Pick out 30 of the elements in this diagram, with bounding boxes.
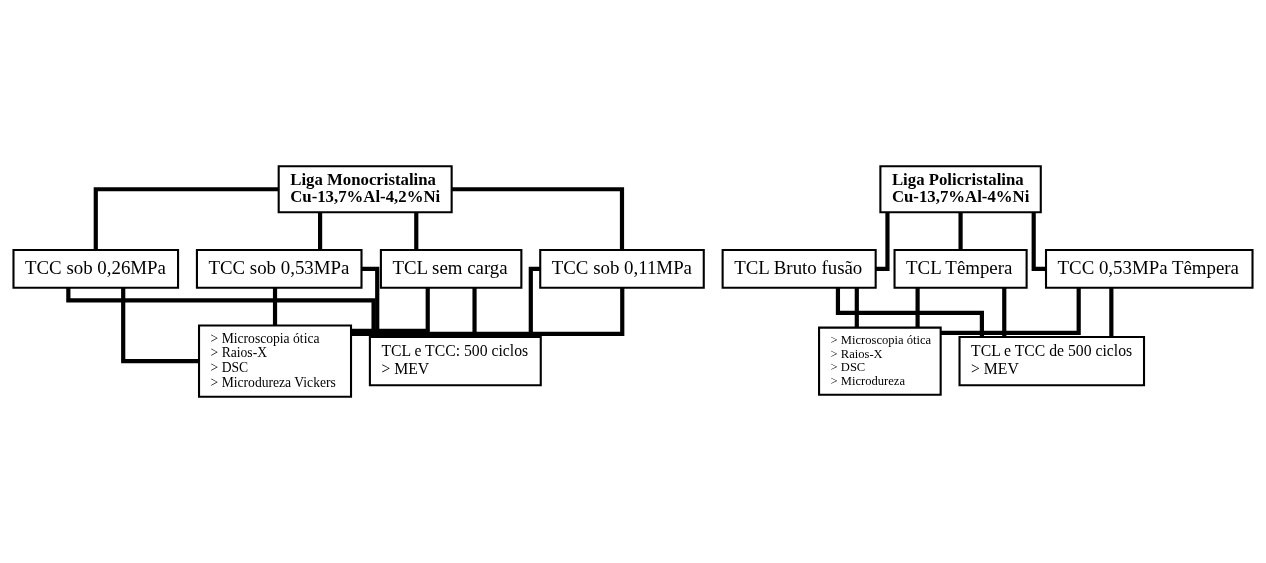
node-box: TCC sob 0,11MPa <box>539 249 705 289</box>
connector <box>875 212 890 271</box>
node-box: Liga Monocristalina Cu-13,7%Al-4,2%Ni <box>277 165 453 214</box>
connector <box>451 187 625 251</box>
connector <box>318 212 323 250</box>
node-box: TCC 0,53MPa Têmpera <box>1044 249 1254 289</box>
node-box: TCL Têmpera <box>893 249 1028 289</box>
node-box: TCL e TCC de 500 ciclos > MEV <box>958 336 1146 387</box>
connector <box>940 288 1081 335</box>
connector <box>1031 212 1046 271</box>
connector <box>351 287 430 333</box>
connector <box>1109 288 1114 337</box>
node-box: Liga Policristalina Cu-13,7%Al-4%Ni <box>879 165 1042 214</box>
node-box: TCL Bruto fusão <box>721 249 877 289</box>
connector <box>93 187 279 251</box>
node-box: > Microscopia ótica > Raios-X > DSC > Microdureza <box>818 326 942 396</box>
node-box: TCC sob 0,26MPa <box>12 249 180 289</box>
connector <box>351 288 625 336</box>
connector <box>1002 288 1007 337</box>
connector <box>272 288 278 326</box>
connector <box>414 212 419 250</box>
node-box: > Microscopia ótica > Raios-X > DSC > Microdureza Vickers <box>198 324 353 398</box>
connector <box>854 288 859 328</box>
connector <box>121 288 199 364</box>
connector <box>835 287 984 337</box>
connector <box>915 288 920 328</box>
node-box: TCC sob 0,53MPa <box>195 249 363 289</box>
connector <box>958 212 963 250</box>
node-box: TCL sem carga <box>379 249 523 289</box>
node-box: TCL e TCC: 500 ciclos > MEV <box>368 336 542 387</box>
